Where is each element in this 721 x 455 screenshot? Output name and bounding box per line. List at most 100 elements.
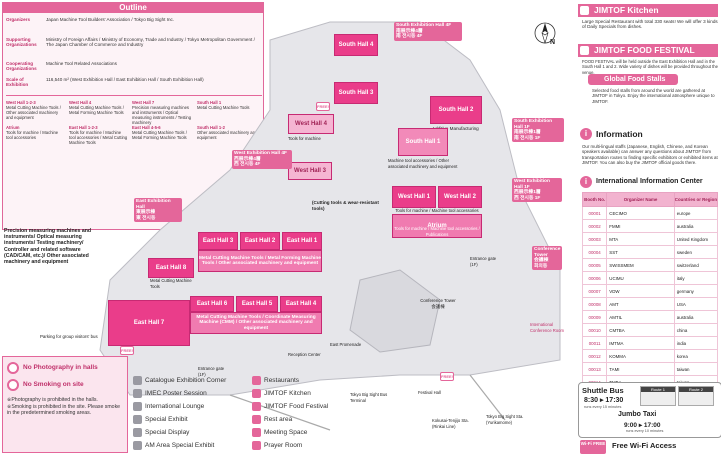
jumbo-taxi-note: runs every 10 minutes <box>626 429 664 433</box>
table-cell: 00005 <box>581 258 608 272</box>
pink-legend-icon <box>252 402 261 411</box>
table-cell: SST <box>606 245 675 259</box>
west-hall-3[interactable]: West Hall 3 <box>288 162 332 180</box>
table-cell: FMMI <box>606 219 675 233</box>
east-hall-4[interactable]: East Hall 4 <box>280 296 322 312</box>
table-cell: taiwan <box>673 362 719 376</box>
table-cell: italy <box>673 271 719 285</box>
table-cell: india <box>673 336 719 350</box>
road-line <box>469 374 506 421</box>
bus-terminal-label: Tokyo Big Sight Bus Terminal <box>350 392 388 403</box>
legend-item: Catalogue Exhibition Corner <box>145 377 227 384</box>
grey-legend-icon <box>133 441 142 450</box>
free-wifi-pin: FREE! <box>120 346 134 355</box>
legend-item: Meeting Space <box>264 429 308 436</box>
east-hall-3[interactable]: East Hall 3 <box>198 232 238 250</box>
legend-item: AM Area Special Exhibit <box>145 442 215 449</box>
col-organizer: Organizer Name <box>606 192 675 207</box>
legend-item: Restaurants <box>264 377 300 384</box>
east-hall-8[interactable]: East Hall 8 <box>148 258 194 278</box>
wifi-icon: Wi-Fi FREE <box>580 440 606 454</box>
table-cell: 00010 <box>581 323 608 337</box>
grey-legend-icon <box>133 415 142 424</box>
east-hall-1[interactable]: East Hall 1 <box>282 232 322 250</box>
south-hall-1[interactable]: South Hall 1 <box>398 128 448 156</box>
table-cell: 00007 <box>581 284 608 298</box>
jumbo-taxi-time: 9:00 ▸ 17:00 <box>624 422 661 429</box>
south-hall-2[interactable]: South Hall 2 <box>430 96 482 124</box>
east-hall-7[interactable]: East Hall 7 <box>108 300 190 346</box>
food-festival-icon <box>580 46 589 55</box>
table-cell: europe <box>673 206 719 220</box>
east-hall-1-3-products: Metal Cutting Machine Tools / Metal Form… <box>198 250 322 272</box>
table-cell: AMTIL <box>606 310 675 324</box>
west-hall-2[interactable]: West Hall 2 <box>438 186 482 208</box>
no-photography-label: No Photography in halls <box>23 364 98 371</box>
reception-center-label: Reception Center <box>288 352 321 357</box>
outline-divider <box>6 95 262 96</box>
grey-legend-icon <box>133 389 142 398</box>
precision-instruments-label: Precision measuring machines and instrum… <box>4 228 92 266</box>
outline-row-supporting: Supporting Organizations Ministry of For… <box>6 37 255 48</box>
outline-title: Outline <box>3 3 263 13</box>
free-wifi-pin: FREE! <box>316 102 330 111</box>
south-hall-1-sub: Machine tool accessories / Other associa… <box>388 158 458 169</box>
table-cell: AMT <box>606 297 675 311</box>
table-cell: USA <box>673 297 719 311</box>
no-smoking-icon <box>7 379 19 391</box>
legend-item: JIMTOF Food Festival <box>264 403 329 410</box>
prohibition-notes: ※Photography is prohibited in the halls.… <box>7 397 121 417</box>
atrium-sub: Tools for machine / Machine tool accesso… <box>394 226 480 237</box>
west-hall-4-sub: Tools for machine <box>288 136 321 141</box>
table-cell: germany <box>673 284 719 298</box>
table-cell: korea <box>673 349 719 363</box>
wifi-label: Free Wi-Fi Access <box>612 441 677 450</box>
table-cell: SWISSMEM <box>606 258 675 272</box>
grey-legend-icon <box>133 402 142 411</box>
table-cell: 00012 <box>581 349 608 363</box>
prohibition-legend: No Photography in halls No Smoking on si… <box>2 356 128 453</box>
no-photo-icon <box>7 362 19 374</box>
table-cell: KOMMA <box>606 349 675 363</box>
table-cell: 00009 <box>581 310 608 324</box>
west-hall-4[interactable]: West Hall 4 <box>288 114 334 134</box>
jimtof-kitchen-text: Large Special Restaurant with total 330 … <box>582 19 718 30</box>
east-hall-2[interactable]: East Hall 2 <box>240 232 280 250</box>
food-festival-text: FOOD FESTIVAL will be held outside the E… <box>582 59 718 75</box>
entrance-gate-label: Entrance gate (1F) <box>198 366 225 377</box>
conference-tower-label: Conference Tower 会議棟 <box>420 298 456 309</box>
atrium[interactable]: Atrium <box>392 214 482 238</box>
information-icon: i <box>580 128 592 140</box>
cutting-tools-label: (Cutting tools & wear-resistant tools) <box>312 200 379 211</box>
col-country: Countries or Region <box>673 192 719 207</box>
south-hall-4[interactable]: South Hall 4 <box>334 34 378 56</box>
table-cell: switzerland <box>673 258 719 272</box>
table-cell: TAMI <box>606 362 675 376</box>
table-cell: 00003 <box>581 232 608 246</box>
table-cell: 00004 <box>581 245 608 259</box>
legend-item: Special Display <box>145 429 190 436</box>
east-hall-5[interactable]: East Hall 5 <box>236 296 278 312</box>
entrance-gate-label: Entrance gate (1F) <box>470 256 497 267</box>
food-festival-title: JIMTOF FOOD FESTIVAL <box>578 44 718 57</box>
intl-conference-room-label: International Conference Room <box>530 322 564 333</box>
kokusai-tenjijo-station-label: Kokusai-Tenjijo Sta. (Rinkai Line) <box>432 418 469 429</box>
global-food-stalls-title: Global Food Stalls <box>588 74 678 85</box>
east-hall-6[interactable]: East Hall 6 <box>190 296 234 312</box>
pink-legend-icon <box>252 428 261 437</box>
information-title: Information <box>596 129 643 139</box>
south-hall-3[interactable]: South Hall 3 <box>334 82 378 104</box>
west-hall-1[interactable]: West Hall 1 <box>392 186 436 208</box>
legend-item: JIMTOF Kitchen <box>264 390 311 397</box>
